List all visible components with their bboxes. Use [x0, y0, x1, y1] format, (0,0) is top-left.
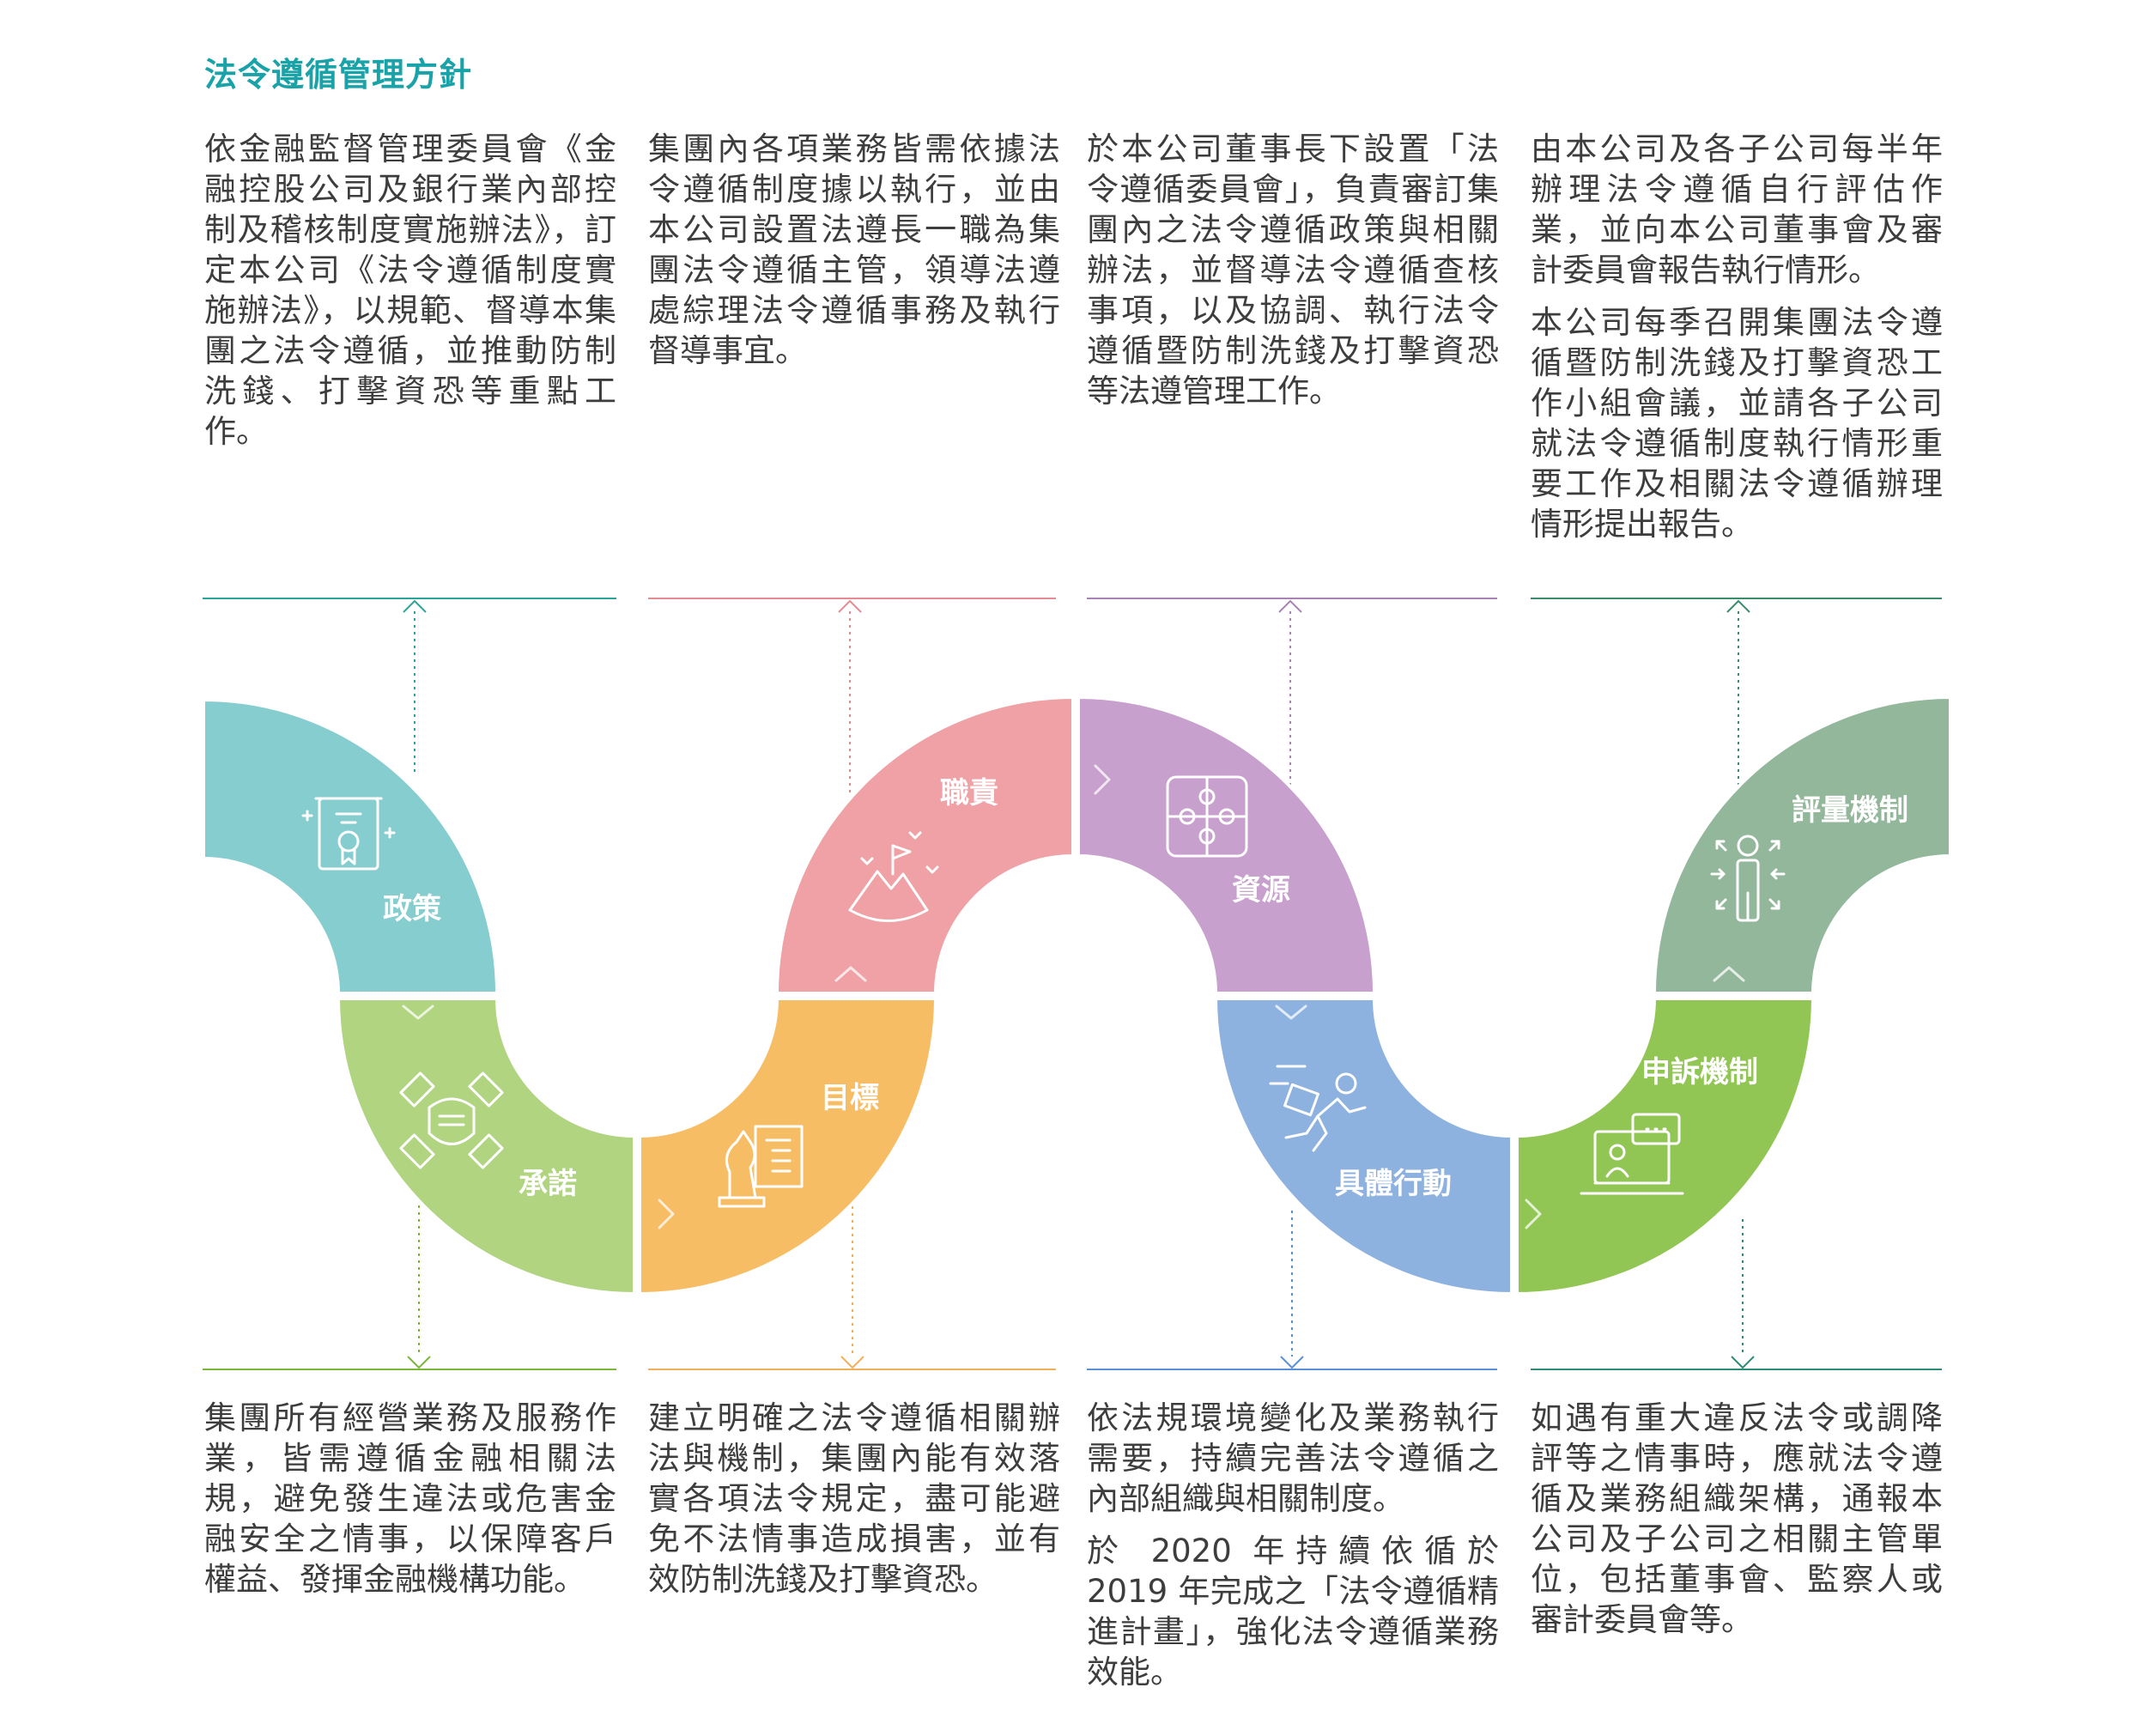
- arrow-up-icon: [1726, 599, 1750, 613]
- label-resource: 資源: [1232, 873, 1290, 907]
- segment-duty: [774, 695, 1075, 995]
- bottom-text-target: 建立明確之法令遵循相關辦法與機制，集團內能有效落實各項法令規定，盡可能避免不法情…: [648, 1398, 1060, 1612]
- segment-evaluation: [1652, 695, 1952, 995]
- bottom-text-appeal: 如遇有重大違反法令或調降評等之情事時，應就法令遵循及業務組織架構，通報本公司及子…: [1531, 1398, 1943, 1652]
- chevron-down-icon: [402, 1005, 434, 1020]
- segment-action: [1213, 997, 1513, 1296]
- text-paragraph: 建立明確之法令遵循相關辦法與機制，集團內能有效落實各項法令規定，盡可能避免不法情…: [648, 1399, 1060, 1598]
- label-duty: 職責: [940, 776, 998, 810]
- text-paragraph: 依金融監督管理委員會《金融控股公司及銀行業內部控制及稽核制度實施辦法》，訂定本公…: [204, 131, 616, 450]
- puzzle-icon: [1166, 775, 1248, 858]
- text-paragraph: 集團內各項業務皆需依據法令遵循制度據以執行，並由本公司設置法遵長一職為集團法令遵…: [648, 131, 1060, 369]
- label-appeal: 申訴機制: [1641, 1055, 1758, 1090]
- chevron-right-icon: [1525, 1199, 1542, 1229]
- chevron-up-icon: [834, 966, 867, 982]
- text-paragraph: 集團所有經營業務及服務作業，皆需遵循金融相關法規，避免發生違法或危害金融安全之情…: [204, 1399, 616, 1598]
- arrow-up-icon: [838, 599, 862, 613]
- top-text-resource: 於本公司董事長下設置「法令遵循委員會」，負責審訂集團內之法令遵循政策與相關辦法，…: [1087, 129, 1499, 423]
- text-paragraph: 依法規環境變化及業務執行需要，持續完善法令遵循之內部組織與相關制度。: [1087, 1399, 1499, 1517]
- chevron-down-icon: [1275, 1005, 1307, 1020]
- arrow-down-icon: [1280, 1356, 1304, 1369]
- text-paragraph: 於本公司董事長下設置「法令遵循委員會」，負責審訂集團內之法令遵循政策與相關辦法，…: [1087, 131, 1499, 410]
- certificate-icon: [301, 797, 396, 871]
- top-text-duty: 集團內各項業務皆需依據法令遵循制度據以執行，並由本公司設置法遵長一職為集團法令遵…: [648, 129, 1060, 383]
- label-evaluation: 評量機制: [1792, 793, 1908, 828]
- segment-appeal: [1515, 997, 1816, 1296]
- chevron-right-icon: [658, 1199, 675, 1229]
- text-paragraph: 本公司每季召開集團法令遵循暨防制洗錢及打擊資恐工作小組會議，並請各子公司就法令遵…: [1531, 304, 1943, 543]
- label-target: 目標: [821, 1081, 879, 1115]
- arrow-up-icon: [403, 599, 427, 613]
- label-action: 具體行動: [1335, 1167, 1452, 1201]
- arrow-up-icon: [1278, 599, 1302, 613]
- mountain-flag-icon: [848, 831, 939, 922]
- page-title: 法令遵循管理方針: [204, 56, 473, 94]
- computer-chat-icon: [1580, 1113, 1684, 1195]
- segment-policy: [202, 697, 500, 995]
- arrow-down-icon: [840, 1356, 864, 1369]
- top-text-policy: 依金融監督管理委員會《金融控股公司及銀行業內部控制及稽核制度實施辦法》，訂定本公…: [204, 129, 616, 464]
- label-commitment: 承諾: [519, 1167, 577, 1201]
- bottom-text-commitment: 集團所有經營業務及服務作業，皆需遵循金融相關法規，避免發生違法或危害金融安全之情…: [204, 1398, 616, 1612]
- text-paragraph: 由本公司及各子公司每半年辦理法令遵循自行評估作業，並向本公司董事會及審計委員會報…: [1531, 131, 1943, 288]
- segment-target: [638, 997, 938, 1296]
- hands-together-icon: [399, 1071, 504, 1169]
- chevron-up-icon: [1713, 966, 1745, 982]
- arrow-down-icon: [1731, 1356, 1755, 1369]
- arrow-down-icon: [407, 1356, 431, 1369]
- text-paragraph: 如遇有重大違反法令或調降評等之情事時，應就法令遵循及業務組織架構，通報本公司及子…: [1531, 1399, 1943, 1638]
- top-text-evaluation: 由本公司及各子公司每半年辦理法令遵循自行評估作業，並向本公司董事會及審計委員會報…: [1531, 129, 1943, 556]
- chevron-right-icon: [1094, 764, 1111, 795]
- text-paragraph: 於 2020 年持續依循於 2019 年完成之「法令遵循精進計畫」，強化法令遵循…: [1087, 1533, 1499, 1690]
- chess-strategy-icon: [718, 1125, 804, 1208]
- label-policy: 政策: [383, 892, 441, 926]
- segment-commitment: [336, 997, 636, 1296]
- chevrons: [402, 764, 1745, 1229]
- person-arrows-icon: [1710, 835, 1786, 922]
- segment-resource: [1077, 695, 1377, 995]
- bottom-text-action: 依法規環境變化及業務執行需要，持續完善法令遵循之內部組織與相關制度。 於 202…: [1087, 1398, 1499, 1704]
- running-person-icon: [1269, 1065, 1367, 1152]
